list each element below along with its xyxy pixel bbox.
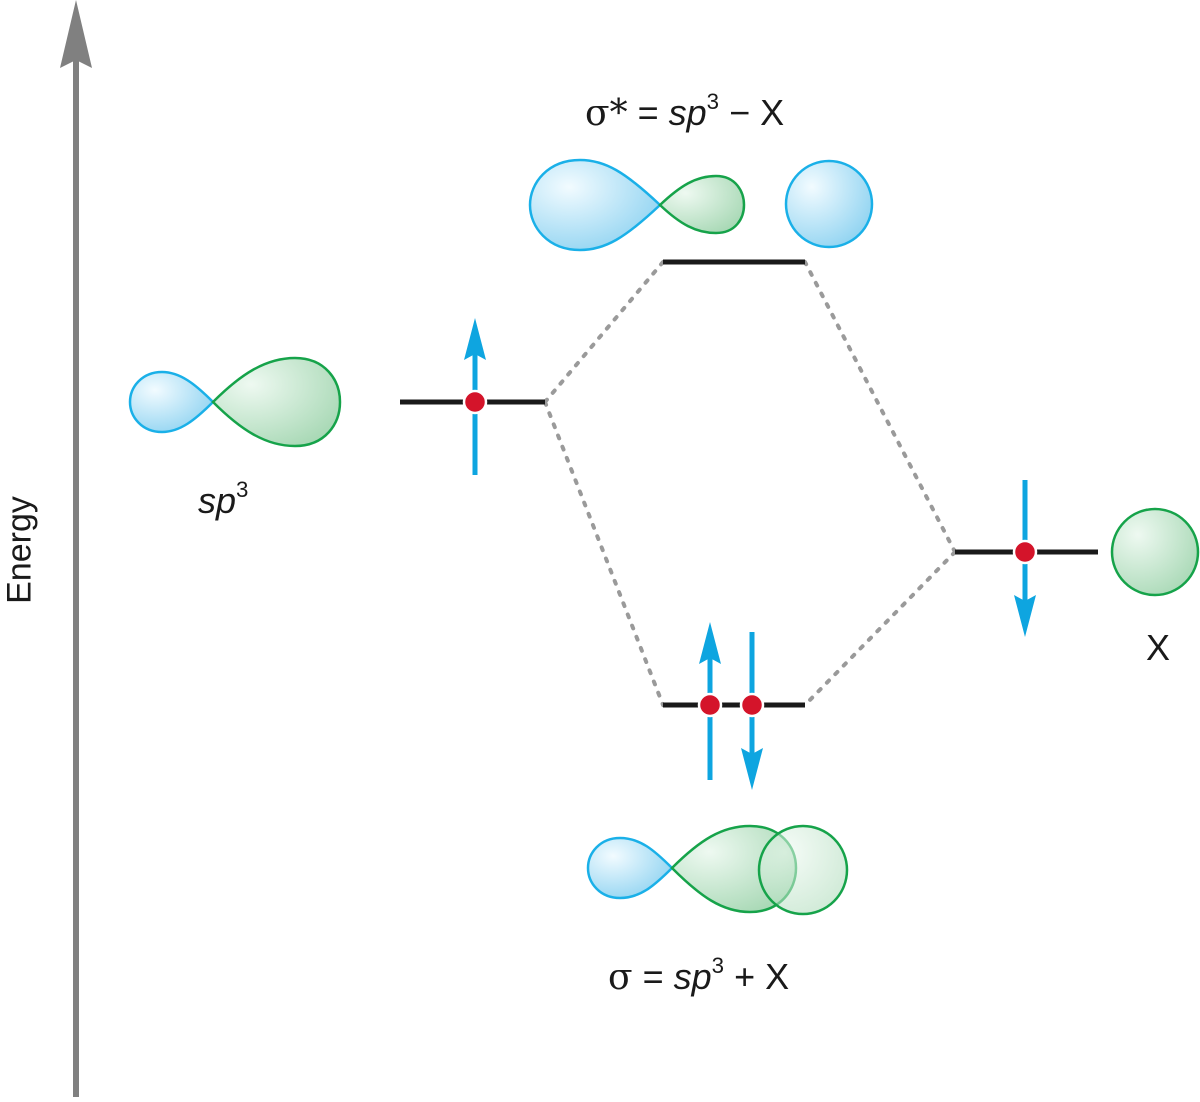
sigma-star-exponent: 3: [706, 88, 720, 114]
sigma-star-label: σ* = sp3 − X: [585, 88, 785, 134]
electron-dots: [462, 389, 1038, 718]
sigma-star-symbol: σ*: [585, 93, 628, 134]
x-orbital: [1110, 507, 1200, 597]
sigma-equals: =: [642, 956, 664, 997]
sigma-symbol: σ: [608, 957, 633, 998]
sp3-small-lobe: [128, 370, 215, 434]
dotted-x-to-sigma-star: [803, 260, 957, 554]
electron-up-arrow-sigma: [699, 622, 721, 780]
sigma-star-sp: sp: [668, 92, 707, 133]
sigma-exponent: 3: [711, 952, 725, 978]
x-label: X: [1146, 627, 1171, 668]
sigma-star-equals: =: [637, 92, 659, 133]
sigma-small-lobe: [586, 836, 674, 900]
dotted-sp3-to-sigma: [543, 400, 665, 707]
energy-axis-arrowhead: [60, 0, 92, 68]
sigma-x-overlap-sphere: [757, 824, 849, 916]
sigma-sp: sp: [673, 956, 712, 997]
sigma-star-carbon-large-lobe: [528, 158, 662, 252]
sp3-orbital: [128, 356, 342, 448]
sigma-label: σ = sp3 + X: [608, 952, 790, 998]
sigma-star-carbon-small-lobe: [658, 174, 746, 235]
sp3-exponent: 3: [236, 476, 249, 502]
sigma-star-x: X: [760, 92, 785, 133]
sigma-operator: +: [734, 956, 756, 997]
energy-axis: [60, 0, 92, 1097]
x-orbital-sphere: [1110, 507, 1200, 597]
sp3-large-lobe: [211, 356, 342, 448]
sp3-sp: sp: [198, 480, 237, 521]
dotted-x-to-sigma: [803, 550, 957, 707]
sigma-star-x-orbital: [784, 159, 874, 249]
energy-axis-label: Energy: [0, 496, 39, 604]
sp3-label: sp3: [198, 476, 249, 522]
sigma-star-orbital: [528, 158, 874, 252]
electron-dot-sp3: [462, 389, 488, 415]
electron-arrows: [464, 318, 1036, 790]
dotted-sp3-to-sigma-star: [543, 260, 665, 404]
correlation-lines: [543, 260, 957, 707]
electron-dot-sigma-1: [697, 692, 723, 718]
sigma-x: X: [765, 956, 790, 997]
energy-levels: [400, 259, 1098, 708]
electron-dot-sigma-2: [739, 692, 765, 718]
sigma-star-operator: −: [729, 92, 751, 133]
electron-dot-x: [1012, 539, 1038, 565]
sigma-orbital: [586, 824, 849, 916]
